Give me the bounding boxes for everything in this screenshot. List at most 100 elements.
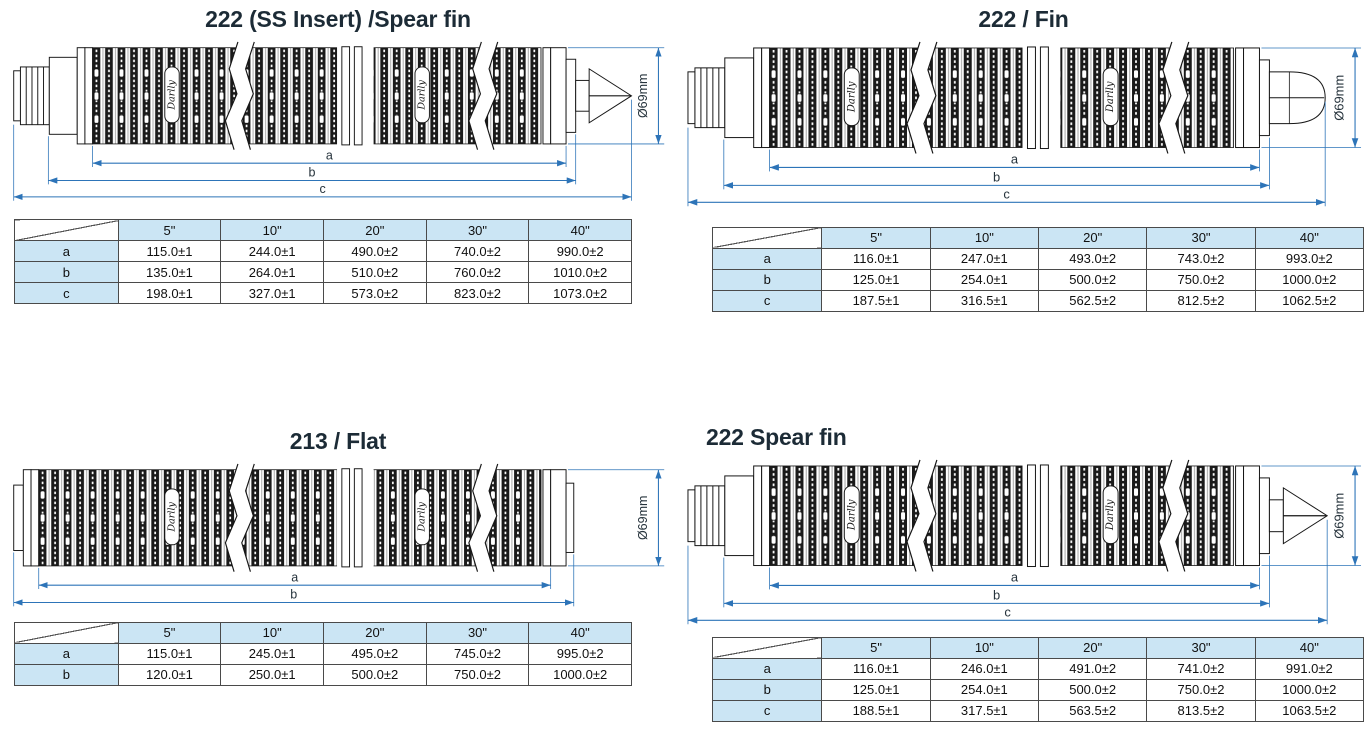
finned-filter-body: Darlly Darlly [769, 459, 1234, 572]
panel-222-ss-insert-spear-fin: 222 (SS Insert) /Spear fin [6, 4, 670, 420]
svg-text:a: a [291, 570, 298, 584]
svg-text:c: c [1003, 186, 1010, 201]
dimension-value-cell: 823.0±2 [425, 282, 530, 305]
diameter-dimension: Ø69mm [567, 468, 665, 566]
panel-title: 213 / Flat [289, 428, 387, 454]
right-end [542, 468, 575, 567]
dimension-value-cell: 317.5±1 [929, 699, 1040, 722]
dimension-row-label: a [711, 657, 823, 680]
svg-text:Darlly: Darlly [846, 499, 857, 531]
right-end [1235, 465, 1329, 566]
svg-text:Darlly: Darlly [846, 81, 857, 113]
dimension-value-cell: 490.0±2 [322, 240, 427, 263]
dimension-value-cell: 254.0±1 [929, 268, 1040, 291]
technical-drawing: Darlly Darlly Ø69mm a b c [687, 459, 1362, 624]
dimension-value-cell: 562.5±2 [1038, 289, 1148, 312]
brand-logo: Darlly [843, 66, 860, 126]
size-column-header: 20" [322, 621, 427, 644]
dimension-value-cell: 188.5±1 [821, 699, 931, 722]
size-column-header: 30" [425, 621, 530, 644]
brand-logo: Darlly [164, 488, 180, 545]
svg-text:Darlly: Darlly [417, 79, 428, 110]
brand-logo: Darlly [1102, 484, 1119, 544]
finned-filter-body: Darlly Darlly [769, 41, 1234, 154]
dimension-value-cell: 198.0±1 [117, 282, 222, 305]
break-line [468, 41, 499, 150]
dimension-value-cell: 1000.0±2 [528, 663, 632, 686]
break-line [224, 41, 255, 150]
panel-222-spear-fin: 222 Spear fin [680, 420, 1367, 722]
break-line [906, 41, 938, 154]
right-end [1235, 47, 1326, 148]
dimension-value-cell: 125.0±1 [821, 678, 931, 701]
size-column-header: 30" [1146, 636, 1256, 659]
dimension-value-cell: 491.0±2 [1038, 657, 1148, 680]
size-column-header: 30" [425, 219, 530, 242]
left-connector-222 [687, 465, 771, 566]
left-connector-222 [13, 46, 94, 145]
dimension-value-cell: 1000.0±2 [1254, 678, 1365, 701]
size-column-header: 20" [322, 219, 427, 242]
svg-text:Darlly: Darlly [167, 501, 178, 532]
dimension-value-cell: 250.0±1 [220, 663, 324, 686]
dimension-value-cell: 1062.5±2 [1254, 289, 1365, 312]
size-column-header: 20" [1038, 636, 1148, 659]
dimension-value-cell: 995.0±2 [528, 642, 632, 665]
dimension-value-cell: 245.0±1 [220, 642, 324, 665]
dimension-line-a: a [769, 151, 1260, 171]
dimension-value-cell: 740.0±2 [425, 240, 530, 263]
size-column-header: 40" [1254, 226, 1365, 249]
dimension-value-cell: 500.0±2 [1038, 268, 1148, 291]
technical-drawing: Darlly Darlly Ø69mm a b c [687, 41, 1362, 206]
dimension-row-label: b [711, 268, 823, 291]
svg-text:c: c [1004, 604, 1011, 619]
mid-joint [337, 43, 374, 148]
dimension-value-cell: 760.0±2 [425, 261, 530, 284]
svg-text:a: a [326, 148, 333, 162]
dimension-value-cell: 750.0±2 [425, 663, 530, 686]
dimension-line-a: a [38, 570, 551, 588]
dimension-value-cell: 1073.0±2 [528, 282, 632, 305]
diameter-dimension: Ø69mm [1261, 47, 1362, 148]
panel-title: 222 Spear fin [706, 424, 847, 450]
dimension-value-cell: 812.5±2 [1146, 289, 1256, 312]
dimension-row-label: c [711, 289, 823, 312]
dimension-value-cell: 500.0±2 [322, 663, 427, 686]
dimension-row-label: a [14, 642, 119, 665]
dimension-line-c: c [687, 604, 1328, 624]
table-corner-cell [711, 636, 823, 659]
dimension-value-cell: 135.0±1 [117, 261, 222, 284]
diameter-dimension: Ø69mm [1261, 465, 1362, 566]
dimension-value-cell: 993.0±2 [1254, 247, 1365, 270]
dimension-row-label: b [711, 678, 823, 701]
dimension-line-b: b [723, 587, 1270, 607]
svg-text:Ø69mm: Ø69mm [1332, 74, 1347, 120]
break-line [224, 463, 255, 572]
dimension-line-b: b [723, 169, 1270, 189]
dimension-value-cell: 116.0±1 [821, 247, 931, 270]
panel-title: 222 (SS Insert) /Spear fin [205, 6, 471, 32]
right-end [542, 46, 633, 145]
technical-drawing: Darlly Darlly Ø69mm a b c [13, 41, 665, 201]
dimension-value-cell: 743.0±2 [1146, 247, 1256, 270]
dimension-value-cell: 125.0±1 [821, 268, 931, 291]
dimension-value-cell: 116.0±1 [821, 657, 931, 680]
panel-213-flat: 213 / Flat [6, 420, 670, 722]
dimension-value-cell: 120.0±1 [117, 663, 222, 686]
svg-text:c: c [319, 182, 325, 196]
dimension-value-cell: 493.0±2 [1038, 247, 1148, 270]
dimension-value-cell: 244.0±1 [220, 240, 324, 263]
technical-drawing-slot: Darlly Darlly Ø69mm a b c [680, 458, 1367, 629]
dimension-value-cell: 115.0±1 [117, 642, 222, 665]
